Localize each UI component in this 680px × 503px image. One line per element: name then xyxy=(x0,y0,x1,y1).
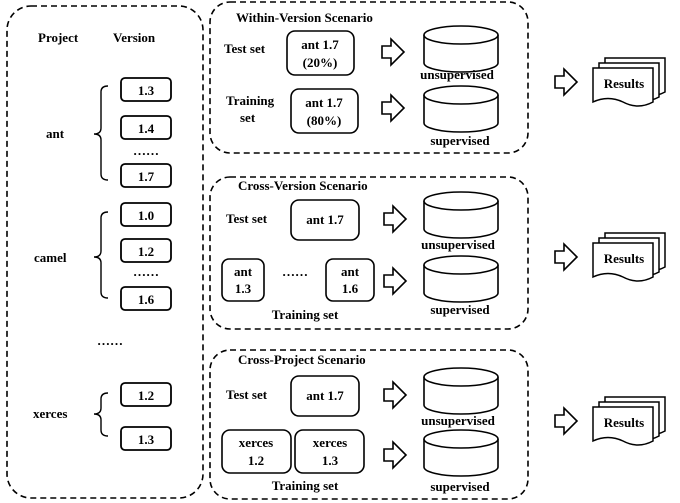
cross-version-test-set-label: Test set xyxy=(226,211,268,226)
cross-version-supervised-label: supervised xyxy=(430,302,490,317)
within-test-arrow xyxy=(381,38,405,66)
cross-version-test-arrow xyxy=(383,205,407,233)
svg-text:1.6: 1.6 xyxy=(342,281,359,296)
cross-version-db-unsupervised-icon xyxy=(423,191,499,239)
cross-project-results-arrow xyxy=(554,407,578,435)
cross-project-test-arrow xyxy=(383,381,407,409)
svg-text:xerces: xerces xyxy=(239,435,273,450)
project-panel xyxy=(6,5,204,499)
cross-project-test-box: ant 1.7 xyxy=(290,375,360,417)
cross-version-train-box-a: ant 1.3 xyxy=(221,258,265,302)
svg-text:xerces: xerces xyxy=(313,435,347,450)
cross-project-results-label: Results xyxy=(604,415,644,430)
svg-text:ant 1.7: ant 1.7 xyxy=(301,37,339,52)
svg-text:1.2: 1.2 xyxy=(138,388,154,403)
cross-project-db-unsupervised-icon xyxy=(423,367,499,415)
brace-camel xyxy=(93,211,109,299)
cross-version-unsupervised-label: unsupervised xyxy=(421,237,495,252)
within-unsupervised-label: unsupervised xyxy=(420,67,494,82)
ellipsis-between-projects: …… xyxy=(97,333,123,348)
within-supervised-label: supervised xyxy=(430,133,490,148)
version-box-camel-1.2: 1.2 xyxy=(120,238,172,263)
within-results-arrow xyxy=(554,68,578,96)
within-db-unsupervised-icon xyxy=(423,25,499,73)
cross-version-db-supervised-icon xyxy=(423,255,499,303)
svg-text:(80%): (80%) xyxy=(307,113,342,128)
project-label-camel: camel xyxy=(34,250,67,265)
cross-project-training-set-label: Training set xyxy=(272,478,339,493)
cross-project-train-box-a: xerces 1.2 xyxy=(221,429,292,474)
version-box-xerces-1.2: 1.2 xyxy=(120,382,172,407)
within-test-set-label: Test set xyxy=(224,41,266,56)
cross-version-results-arrow xyxy=(554,243,578,271)
cross-project-train-box-b: xerces 1.3 xyxy=(294,429,365,474)
svg-text:ant: ant xyxy=(234,264,253,279)
within-version-title: Within-Version Scenario xyxy=(236,10,373,25)
cross-version-train-arrow xyxy=(383,267,407,295)
within-train-box: ant 1.7 (80%) xyxy=(290,88,359,134)
within-training-label-line1: Training xyxy=(226,93,275,108)
svg-text:1.7: 1.7 xyxy=(138,169,155,184)
project-label-ant: ant xyxy=(46,126,65,141)
version-box-ant-1.7: 1.7 xyxy=(120,163,172,188)
cross-project-train-arrow xyxy=(383,441,407,469)
cross-version-results-label: Results xyxy=(604,251,644,266)
svg-text:ant: ant xyxy=(341,264,360,279)
brace-ant xyxy=(93,85,109,181)
cross-project-test-set-label: Test set xyxy=(226,387,268,402)
within-db-supervised-icon xyxy=(423,85,499,133)
cross-version-test-box: ant 1.7 xyxy=(290,199,360,241)
project-label-xerces: xerces xyxy=(33,406,67,421)
within-training-label-line2: set xyxy=(240,110,256,125)
version-box-xerces-1.3: 1.3 xyxy=(120,426,172,451)
svg-text:1.3: 1.3 xyxy=(138,83,155,98)
cross-project-panel xyxy=(209,349,529,500)
within-train-arrow xyxy=(381,94,405,122)
cross-version-train-ellipsis: …… xyxy=(282,264,308,279)
cross-project-db-supervised-icon xyxy=(423,429,499,477)
cross-project-unsupervised-label: unsupervised xyxy=(421,413,495,428)
cross-version-panel xyxy=(209,176,529,330)
svg-text:1.3: 1.3 xyxy=(322,453,339,468)
brace-xerces xyxy=(93,392,109,437)
ellipsis-ant: …… xyxy=(133,143,159,158)
svg-text:1.0: 1.0 xyxy=(138,208,154,223)
within-test-box: ant 1.7 (20%) xyxy=(286,30,355,76)
version-box-camel-1.6: 1.6 xyxy=(120,286,172,311)
header-project: Project xyxy=(38,30,79,45)
version-box-ant-1.4: 1.4 xyxy=(120,115,172,140)
version-box-ant-1.3: 1.3 xyxy=(120,77,172,102)
within-version-panel xyxy=(209,1,529,154)
svg-text:ant 1.7: ant 1.7 xyxy=(306,212,344,227)
within-results-label: Results xyxy=(604,76,644,91)
cross-version-train-box-b: ant 1.6 xyxy=(325,258,375,302)
svg-text:1.3: 1.3 xyxy=(138,432,155,447)
svg-text:(20%): (20%) xyxy=(303,55,338,70)
cross-version-title: Cross-Version Scenario xyxy=(238,178,368,193)
svg-text:1.4: 1.4 xyxy=(138,121,155,136)
svg-text:1.6: 1.6 xyxy=(138,292,155,307)
svg-text:ant 1.7: ant 1.7 xyxy=(305,95,343,110)
svg-text:1.2: 1.2 xyxy=(138,244,154,259)
header-version: Version xyxy=(113,30,156,45)
svg-text:ant 1.7: ant 1.7 xyxy=(306,388,344,403)
version-box-camel-1.0: 1.0 xyxy=(120,202,172,227)
svg-text:1.2: 1.2 xyxy=(248,453,264,468)
ellipsis-camel: …… xyxy=(133,264,159,279)
cross-project-title: Cross-Project Scenario xyxy=(238,352,366,367)
svg-text:1.3: 1.3 xyxy=(235,281,252,296)
cross-project-supervised-label: supervised xyxy=(430,479,490,494)
cross-version-training-set-label: Training set xyxy=(272,307,339,322)
